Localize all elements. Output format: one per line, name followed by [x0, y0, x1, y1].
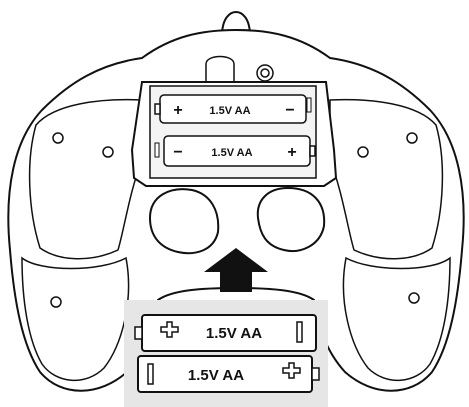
left-grip-panel — [28, 98, 143, 260]
minus-symbol-icon — [147, 363, 154, 385]
battery-label: 1.5V AA — [211, 147, 252, 159]
battery-terminal-right: − — [285, 102, 294, 119]
loose-batteries-panel: 1.5V AA 1.5V AA — [124, 300, 328, 407]
contact-spring — [154, 142, 160, 158]
plus-symbol-icon — [160, 321, 179, 338]
left-handle-panel — [21, 256, 130, 382]
loose-battery: 1.5V AA — [137, 355, 320, 393]
insert-arrow-up-icon — [204, 248, 268, 292]
battery-label: 1.5V AA — [209, 105, 250, 117]
screw — [357, 146, 369, 158]
screw — [408, 292, 420, 304]
right-lower-lobe — [256, 186, 326, 252]
installed-battery: − 1.5V AA + — [163, 135, 316, 167]
plus-symbol-icon — [282, 362, 301, 379]
compartment-latch — [205, 55, 235, 83]
battery-label: 1.5V AA — [206, 325, 262, 342]
loose-battery: 1.5V AA — [134, 314, 317, 352]
battery-terminal-right: + — [287, 144, 296, 161]
battery-terminal-left: − — [173, 144, 182, 161]
screw — [102, 146, 114, 158]
minus-symbol-icon — [296, 321, 303, 343]
left-lower-lobe — [148, 188, 220, 255]
installed-battery: + 1.5V AA − — [154, 94, 307, 124]
battery-compartment: + 1.5V AA − − 1.5V AA + — [130, 55, 338, 187]
battery-label: 1.5V AA — [188, 367, 244, 384]
compartment-screw-inner — [260, 68, 270, 78]
right-handle-panel — [342, 256, 451, 382]
battery-terminal-left: + — [173, 102, 182, 119]
screw — [50, 296, 62, 308]
screw — [52, 132, 64, 144]
battery-terminal-cap — [309, 145, 316, 157]
battery-terminal-cap — [154, 103, 161, 115]
contact-spring — [306, 97, 312, 113]
screw — [406, 132, 418, 144]
right-grip-panel — [329, 98, 444, 260]
battery-terminal-cap — [134, 326, 143, 340]
battery-terminal-cap — [311, 367, 320, 381]
